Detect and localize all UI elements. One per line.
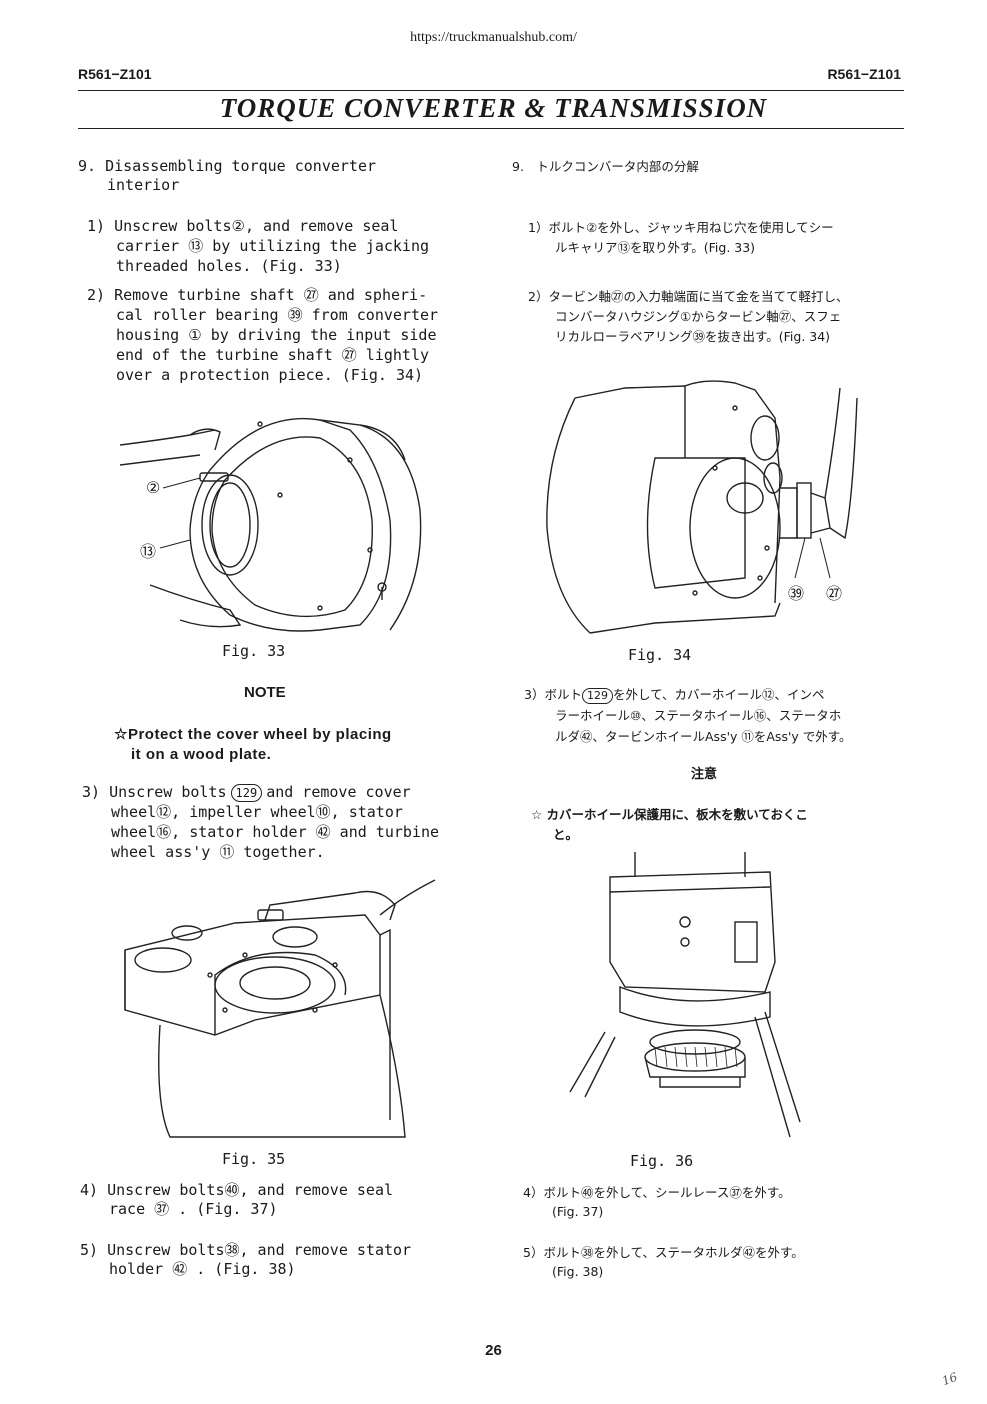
right-step3-pre: 3）ボルト [524, 687, 582, 702]
right-step3-line3: ルダ㊷、タービンホイールAss'y ⑪をAss'y で外す。 [555, 729, 852, 744]
left-step4-line1: 4) Unscrew bolts㊵, and remove seal [80, 1181, 394, 1199]
right-bolt-129-oval: 129 [581, 688, 613, 704]
left-step2-line3: housing ① by driving the input side [116, 326, 437, 344]
page-number: 26 [485, 1342, 502, 1359]
right-step1-line1: 1）ボルト②を外し、ジャッキ用ねじ穴を使用してシー [528, 220, 834, 235]
right-step4-line1: 4）ボルト㊵を外して、シールレース㊲を外す。 [523, 1185, 791, 1200]
fig35-illustration [124, 879, 436, 1138]
right-step2-line1: 2）タービン軸㉗の入力軸端面に当て金を当てて軽打し、 [528, 289, 849, 304]
fig33-callout-seal-carrier: ⑬ [140, 542, 157, 561]
left-step3-line4: wheel ass'y ⑪ together. [111, 843, 325, 861]
doc-code-left: R561−Z101 [78, 66, 152, 82]
fig33-callout-bolt: ② [146, 478, 161, 497]
left-step2-line5: over a protection piece. (Fig. 34) [116, 366, 424, 384]
right-step1-line2: ルキャリア⑬を取り外す。(Fig. 33) [555, 240, 756, 255]
left-section-9-line2: interior [107, 176, 180, 194]
left-step3-line2: wheel⑫, impeller wheel⑩, stator [111, 803, 403, 821]
fig36-caption: Fig. 36 [630, 1152, 694, 1170]
left-step1-line2: carrier ⑬ by utilizing the jacking [116, 237, 430, 255]
left-section-9-line1: 9. Disassembling torque converter [78, 157, 377, 175]
source-url: https://truckmanualshub.com/ [410, 30, 577, 45]
header-rule-top [78, 90, 904, 91]
fig35-caption: Fig. 35 [222, 1150, 286, 1168]
handwritten-mark: 16 [940, 1369, 960, 1389]
right-step5-line2: (Fig. 38) [552, 1264, 604, 1279]
left-step3-post: and remove cover [266, 783, 411, 801]
note-line2: it on a wood plate. [131, 746, 272, 763]
left-step5-line1: 5) Unscrew bolts㊳, and remove stator [80, 1241, 412, 1259]
left-step3-pre: 3) Unscrew bolts [82, 783, 227, 801]
fig34-illustration [546, 380, 858, 634]
note-line1: ☆Protect the cover wheel by placing [114, 726, 392, 743]
left-step2-line4: end of the turbine shaft ㉗ lightly [116, 346, 430, 364]
right-note-line1: ☆ カバーホイール保護用に、板木を敷いておくこ [531, 807, 808, 822]
fig33-illustration [120, 417, 422, 632]
fig36-illustration [569, 852, 801, 1138]
left-step1-line3: threaded holes. (Fig. 33) [116, 257, 342, 275]
doc-code-right: R561−Z101 [827, 66, 901, 82]
bolt-129-oval: 129 [230, 784, 263, 802]
left-step5-line2: holder ㊷ . (Fig. 38) [109, 1260, 296, 1278]
left-step2-line1: 2) Remove turbine shaft ㉗ and spheri- [87, 286, 428, 304]
page-title: TORQUE CONVERTER & TRANSMISSION [219, 93, 768, 123]
right-step5-line1: 5）ボルト㊳を外して、ステータホルダ㊷を外す。 [523, 1245, 804, 1260]
fig34-caption: Fig. 34 [628, 646, 692, 664]
right-step3-line2: ラーホイール⑩、ステータホイール⑯、ステータホ [555, 708, 842, 723]
left-step2-line2: cal roller bearing ㊴ from converter [116, 306, 439, 324]
note-title: NOTE [244, 684, 286, 701]
fig33-caption: Fig. 33 [222, 642, 286, 660]
left-step4-line2: race ㊲ . (Fig. 37) [109, 1200, 278, 1218]
right-note-title: 注意 [691, 767, 718, 782]
left-step3-line3: wheel⑯, stator holder ㊷ and turbine [111, 823, 440, 841]
right-step2-line3: リカルローラベアリング㊴を抜き出す。(Fig. 34) [555, 329, 831, 344]
right-step4-line2: (Fig. 37) [552, 1204, 604, 1219]
right-step3-post: を外して、カバーホイール⑫、インペ [612, 687, 825, 702]
right-step2-line2: コンバータハウジング①からタービン軸㉗、スフェ [555, 309, 842, 324]
fig34-callout-turbine-shaft: ㉗ [826, 584, 843, 603]
right-note-line2: と。 [553, 827, 579, 842]
fig34-callout-bearing: ㊴ [788, 584, 805, 603]
header-rule-bottom [78, 128, 904, 129]
left-step1-line1: 1) Unscrew bolts②, and remove seal [87, 217, 399, 235]
right-section-9: 9. トルクコンバータ内部の分解 [512, 159, 699, 174]
